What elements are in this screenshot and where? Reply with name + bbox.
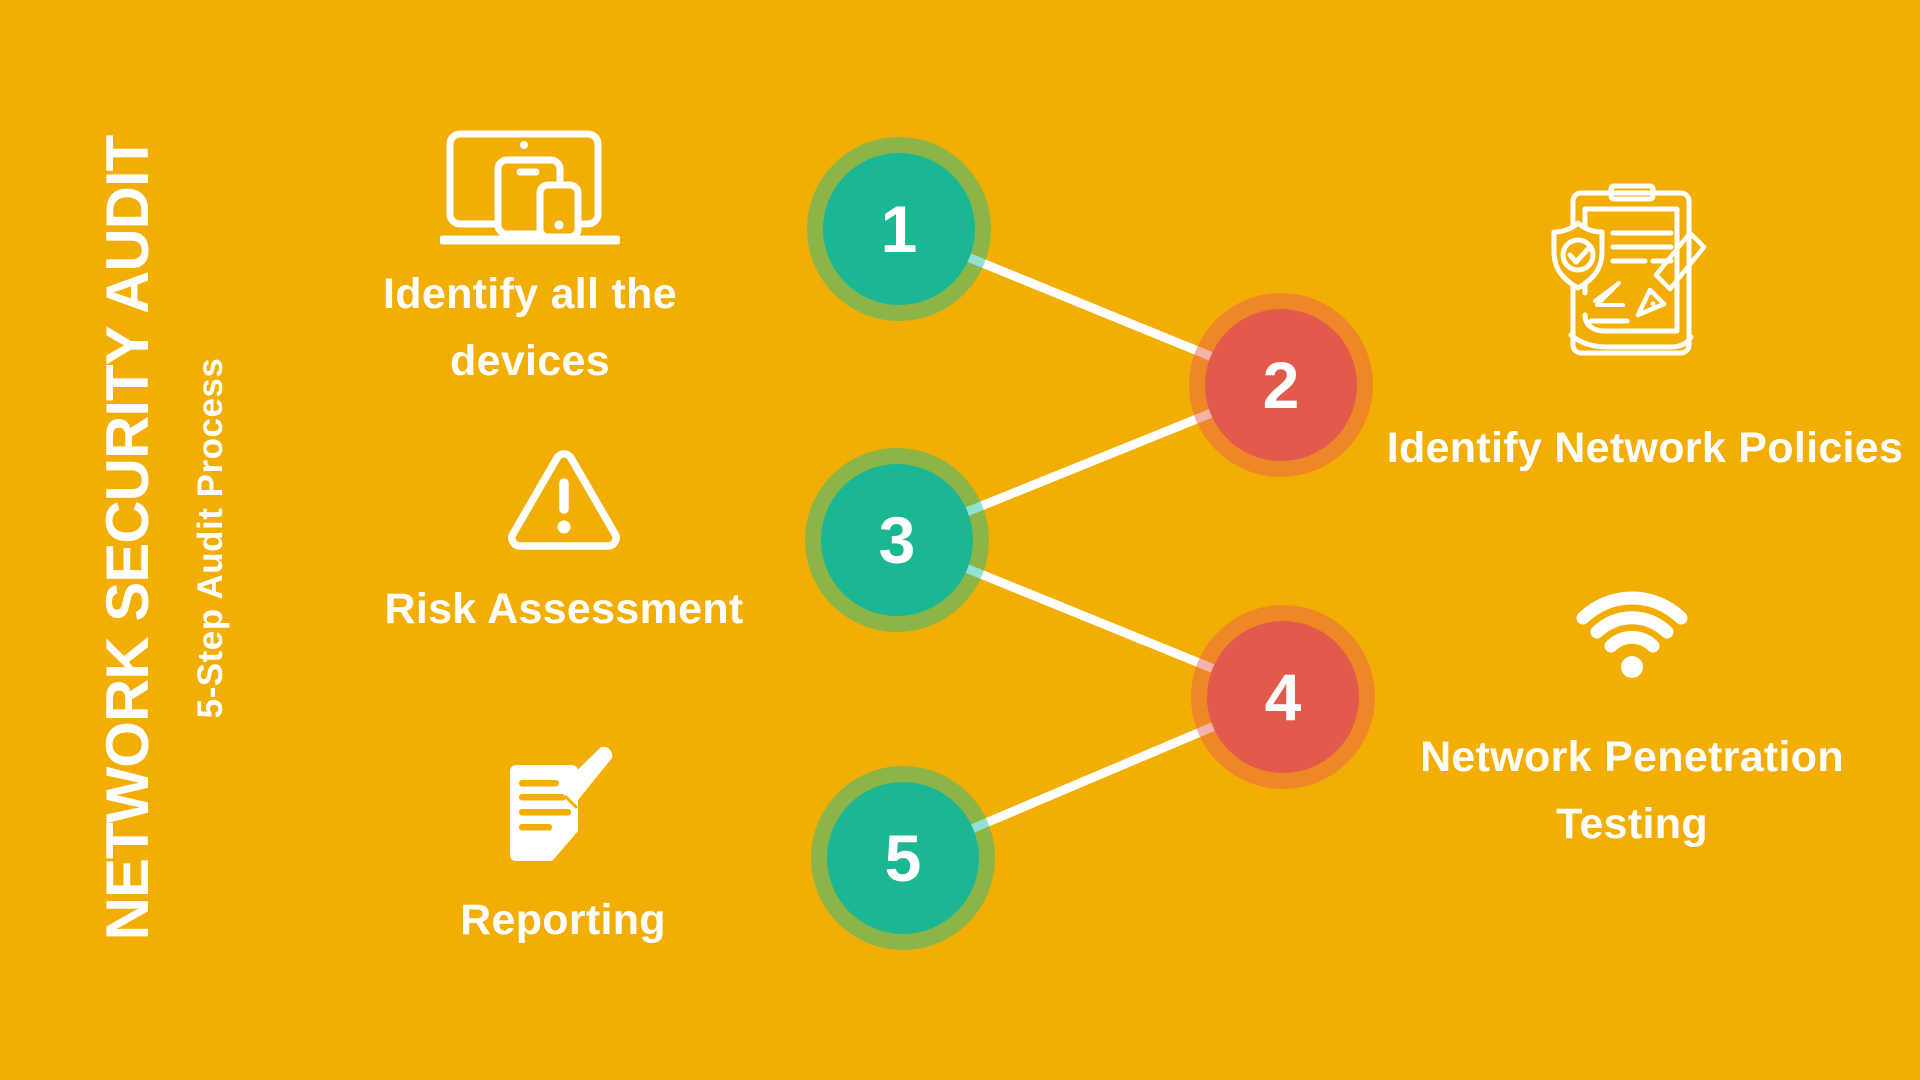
step-2-badge: 2 [1205, 309, 1357, 461]
step-4-circle: 4 [1191, 605, 1375, 789]
step-4-badge: 4 [1207, 621, 1359, 773]
step-2-feature: Identify Network Policies [1383, 183, 1907, 482]
step-2-label: Identify Network Policies [1386, 424, 1904, 472]
step-4-label: Network Penetration Testing [1420, 733, 1844, 848]
page-title: NETWORK SECURITY AUDIT [94, 135, 161, 941]
step-3-label: Risk Assessment [384, 585, 744, 633]
report-writing-icon [509, 747, 612, 861]
step-3-number: 3 [878, 503, 916, 577]
step-4-feature: Network Penetration Testing [1397, 578, 1867, 857]
step-4-number: 4 [1264, 660, 1302, 734]
devices-icon [440, 130, 620, 245]
step-1-circle: 1 [807, 137, 991, 321]
step-5-feature: Reporting [333, 747, 793, 954]
step-2-circle: 2 [1189, 293, 1373, 477]
step-5-badge: 5 [827, 782, 979, 934]
policy-document-icon [1551, 183, 1707, 356]
wifi-icon [1576, 591, 1688, 678]
step-3-feature: Risk Assessment [334, 444, 794, 643]
step-3-circle: 3 [805, 448, 989, 632]
step-1-badge: 1 [823, 153, 975, 305]
step-3-badge: 3 [821, 464, 973, 616]
step-2-number: 2 [1262, 348, 1300, 422]
step-5-circle: 5 [811, 766, 995, 950]
step-5-number: 5 [884, 821, 922, 895]
warning-triangle-icon [508, 450, 620, 550]
step-1-feature: Identify all the devices [300, 130, 760, 394]
page-subtitle: 5-Step Audit Process [191, 357, 230, 719]
step-1-number: 1 [880, 192, 918, 266]
step-1-label: Identify all the devices [383, 270, 677, 385]
step-5-label: Reporting [460, 896, 666, 944]
